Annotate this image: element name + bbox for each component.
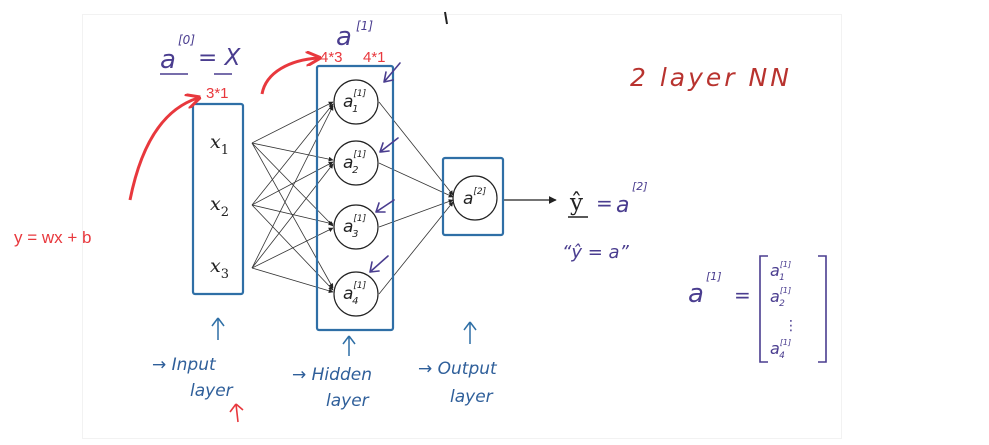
svg-text:=: = — [596, 191, 613, 215]
hidden-layer-box — [315, 64, 395, 332]
output-layer-box — [441, 156, 505, 237]
input-layer-box — [191, 102, 245, 296]
hidden-vector: a [1] = a[1]1 a[1]2 ⋮ a[1]4 — [688, 255, 827, 363]
layer-label-arrows — [211, 317, 477, 356]
hidden-node-label-3: a[1]3 — [343, 214, 367, 240]
input-node-labels: x1 x2 x3 — [210, 131, 229, 282]
svg-text:[2]: [2] — [632, 180, 648, 193]
top-tick — [444, 11, 448, 25]
svg-text:a: a — [336, 22, 352, 52]
input-layer-label-2: layer — [190, 381, 234, 401]
input-header: a [0] = X — [160, 33, 242, 75]
hidden-layer-label-1: → Hidden — [292, 365, 372, 385]
vector-entry-1: a[1]1 — [770, 260, 791, 283]
output-layer-label-1: → Output — [418, 359, 498, 379]
red-curve-arrow-left — [128, 98, 198, 201]
input-node-x1: x1 — [210, 131, 229, 158]
svg-text:[1]: [1] — [356, 19, 373, 33]
input-node-x2: x2 — [210, 193, 229, 220]
output-layer-label-2: layer — [450, 387, 494, 407]
vector-left-bracket — [759, 255, 768, 363]
svg-text:=: = — [734, 283, 751, 307]
input-node-x3: x3 — [210, 255, 229, 282]
hidden-neurons — [333, 79, 379, 317]
hidden-header: a [1] — [336, 19, 373, 52]
hidden-neuron-2 — [333, 140, 379, 186]
vector-entry-2: a[1]2 — [770, 286, 791, 309]
vector-dots: ⋮ — [784, 318, 798, 334]
dim-input-label: 3*1 — [206, 85, 229, 102]
svg-text:a: a — [688, 279, 704, 309]
purple-tick-arrows — [369, 62, 401, 273]
hidden-node-label-1: a[1]1 — [343, 89, 367, 115]
diagram-title: 2 layer NN — [630, 63, 792, 92]
input-hidden-connections — [251, 101, 334, 294]
whiteboard-paper — [82, 14, 842, 439]
vector-right-bracket — [818, 255, 827, 363]
output-neuron — [452, 175, 498, 221]
svg-text:a: a — [616, 193, 629, 218]
hidden-neuron-4 — [333, 271, 379, 317]
hidden-neuron-3 — [333, 204, 379, 250]
svg-text:[0]: [0] — [178, 33, 195, 47]
dim-weights-label: 4*3 — [320, 49, 343, 66]
hidden-node-label-2: a[1]2 — [343, 150, 367, 176]
hidden-output-connections — [378, 101, 454, 295]
quote-yhat-line: “ŷ = a” — [562, 242, 630, 263]
svg-text:ŷ: ŷ — [569, 190, 583, 216]
output-expression: ŷ = a [2] “ŷ = a” — [562, 180, 648, 263]
layer-labels: → Input layer → Hidden layer → Output la… — [152, 355, 498, 411]
output-node-label: a[2] — [463, 187, 487, 209]
red-annotations: y = wx + b 3*1 4*3 4*1 — [14, 49, 386, 247]
red-up-arrow — [229, 403, 244, 423]
equation-label: y = wx + b — [14, 228, 91, 247]
red-curve-arrow-right — [260, 58, 318, 95]
input-layer-label-1: → Input — [152, 355, 217, 375]
svg-text:= X: = X — [198, 45, 242, 71]
svg-text:[1]: [1] — [706, 270, 722, 283]
hidden-node-label-4: a[1]4 — [343, 281, 367, 307]
hidden-neuron-1 — [333, 79, 379, 125]
svg-text:a: a — [160, 45, 176, 75]
hidden-layer-label-2: layer — [326, 391, 370, 411]
dim-hidden-label: 4*1 — [363, 49, 386, 66]
vector-entry-4: a[1]4 — [770, 338, 791, 361]
hidden-node-labels: a[1]1 a[1]2 a[1]3 a[1]4 a[2] — [343, 89, 487, 307]
